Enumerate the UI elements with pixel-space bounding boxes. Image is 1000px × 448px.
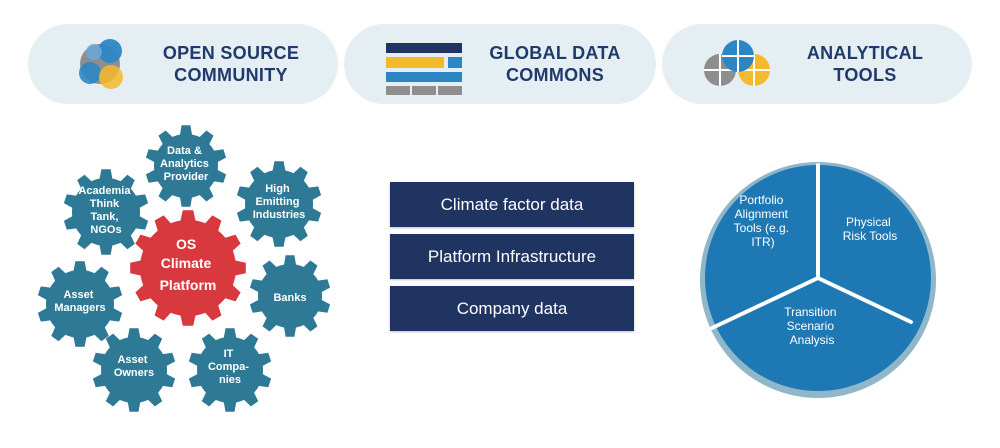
- data-commons-stack: Climate factor data Platform Infrastruct…: [390, 182, 634, 338]
- pie-slice-portfolio-label: Portfolio Alignment Tools (e.g. ITR): [734, 193, 793, 249]
- analytical-tools-pie: Portfolio Alignment Tools (e.g. ITR) Phy…: [700, 162, 936, 398]
- pie-slice-transition-label: Transition Scenario Analysis: [784, 305, 840, 347]
- gear-banks-hub: [258, 264, 322, 328]
- pie-slice-physical-label: Physical Risk Tools: [843, 215, 897, 243]
- gear-asset-managers-label: Asset Managers: [54, 289, 105, 314]
- stack-layer-company: Company data: [390, 286, 634, 331]
- gear-center-label: OS Climate Platform: [160, 236, 217, 293]
- gear-banks-label: Banks: [273, 292, 306, 304]
- gear-high-emitting-hub: [245, 170, 313, 238]
- gear-data-analytics-label: Data & Analytics Provider: [160, 145, 212, 183]
- pie-divider-right: [816, 276, 913, 324]
- gear-asset-owners-label: Asset Owners: [114, 354, 154, 379]
- community-circles-icon: [79, 39, 123, 89]
- stack-layer-platform: Platform Infrastructure: [390, 234, 634, 279]
- gear-academia-hub: [72, 178, 140, 246]
- gear-asset-owners-hub: [101, 337, 167, 403]
- gear-asset-managers-hub: [46, 270, 114, 338]
- commons-title: GLOBAL DATA COMMONS: [489, 43, 621, 85]
- header-pill-tools: ANALYTICAL TOOLS: [662, 24, 972, 104]
- gear-center-hub: [140, 220, 236, 316]
- gear-data-analytics-hub: [154, 134, 218, 198]
- header-pill-community: OPEN SOURCE COMMUNITY: [28, 24, 338, 104]
- gear-it-companies-label: IT Compa- nies: [208, 348, 252, 386]
- stack-layer-climate-factor: Climate factor data: [390, 182, 634, 227]
- header-pill-commons: GLOBAL DATA COMMONS: [344, 24, 656, 104]
- tools-title: ANALYTICAL TOOLS: [806, 43, 924, 85]
- analytics-circles-icon: [704, 40, 770, 86]
- community-title: OPEN SOURCE COMMUNITY: [162, 43, 300, 85]
- gear-high-emitting-label: High Emitting Industries: [253, 183, 306, 221]
- stakeholder-gears-diagram: Data & Analytics Provider High Emitting …: [37, 125, 331, 412]
- gear-academia-label: Academia Think Tank, NGOs: [78, 185, 133, 236]
- gear-it-companies-hub: [197, 337, 263, 403]
- pie-divider-left: [710, 276, 820, 330]
- data-grid-icon: [386, 43, 462, 95]
